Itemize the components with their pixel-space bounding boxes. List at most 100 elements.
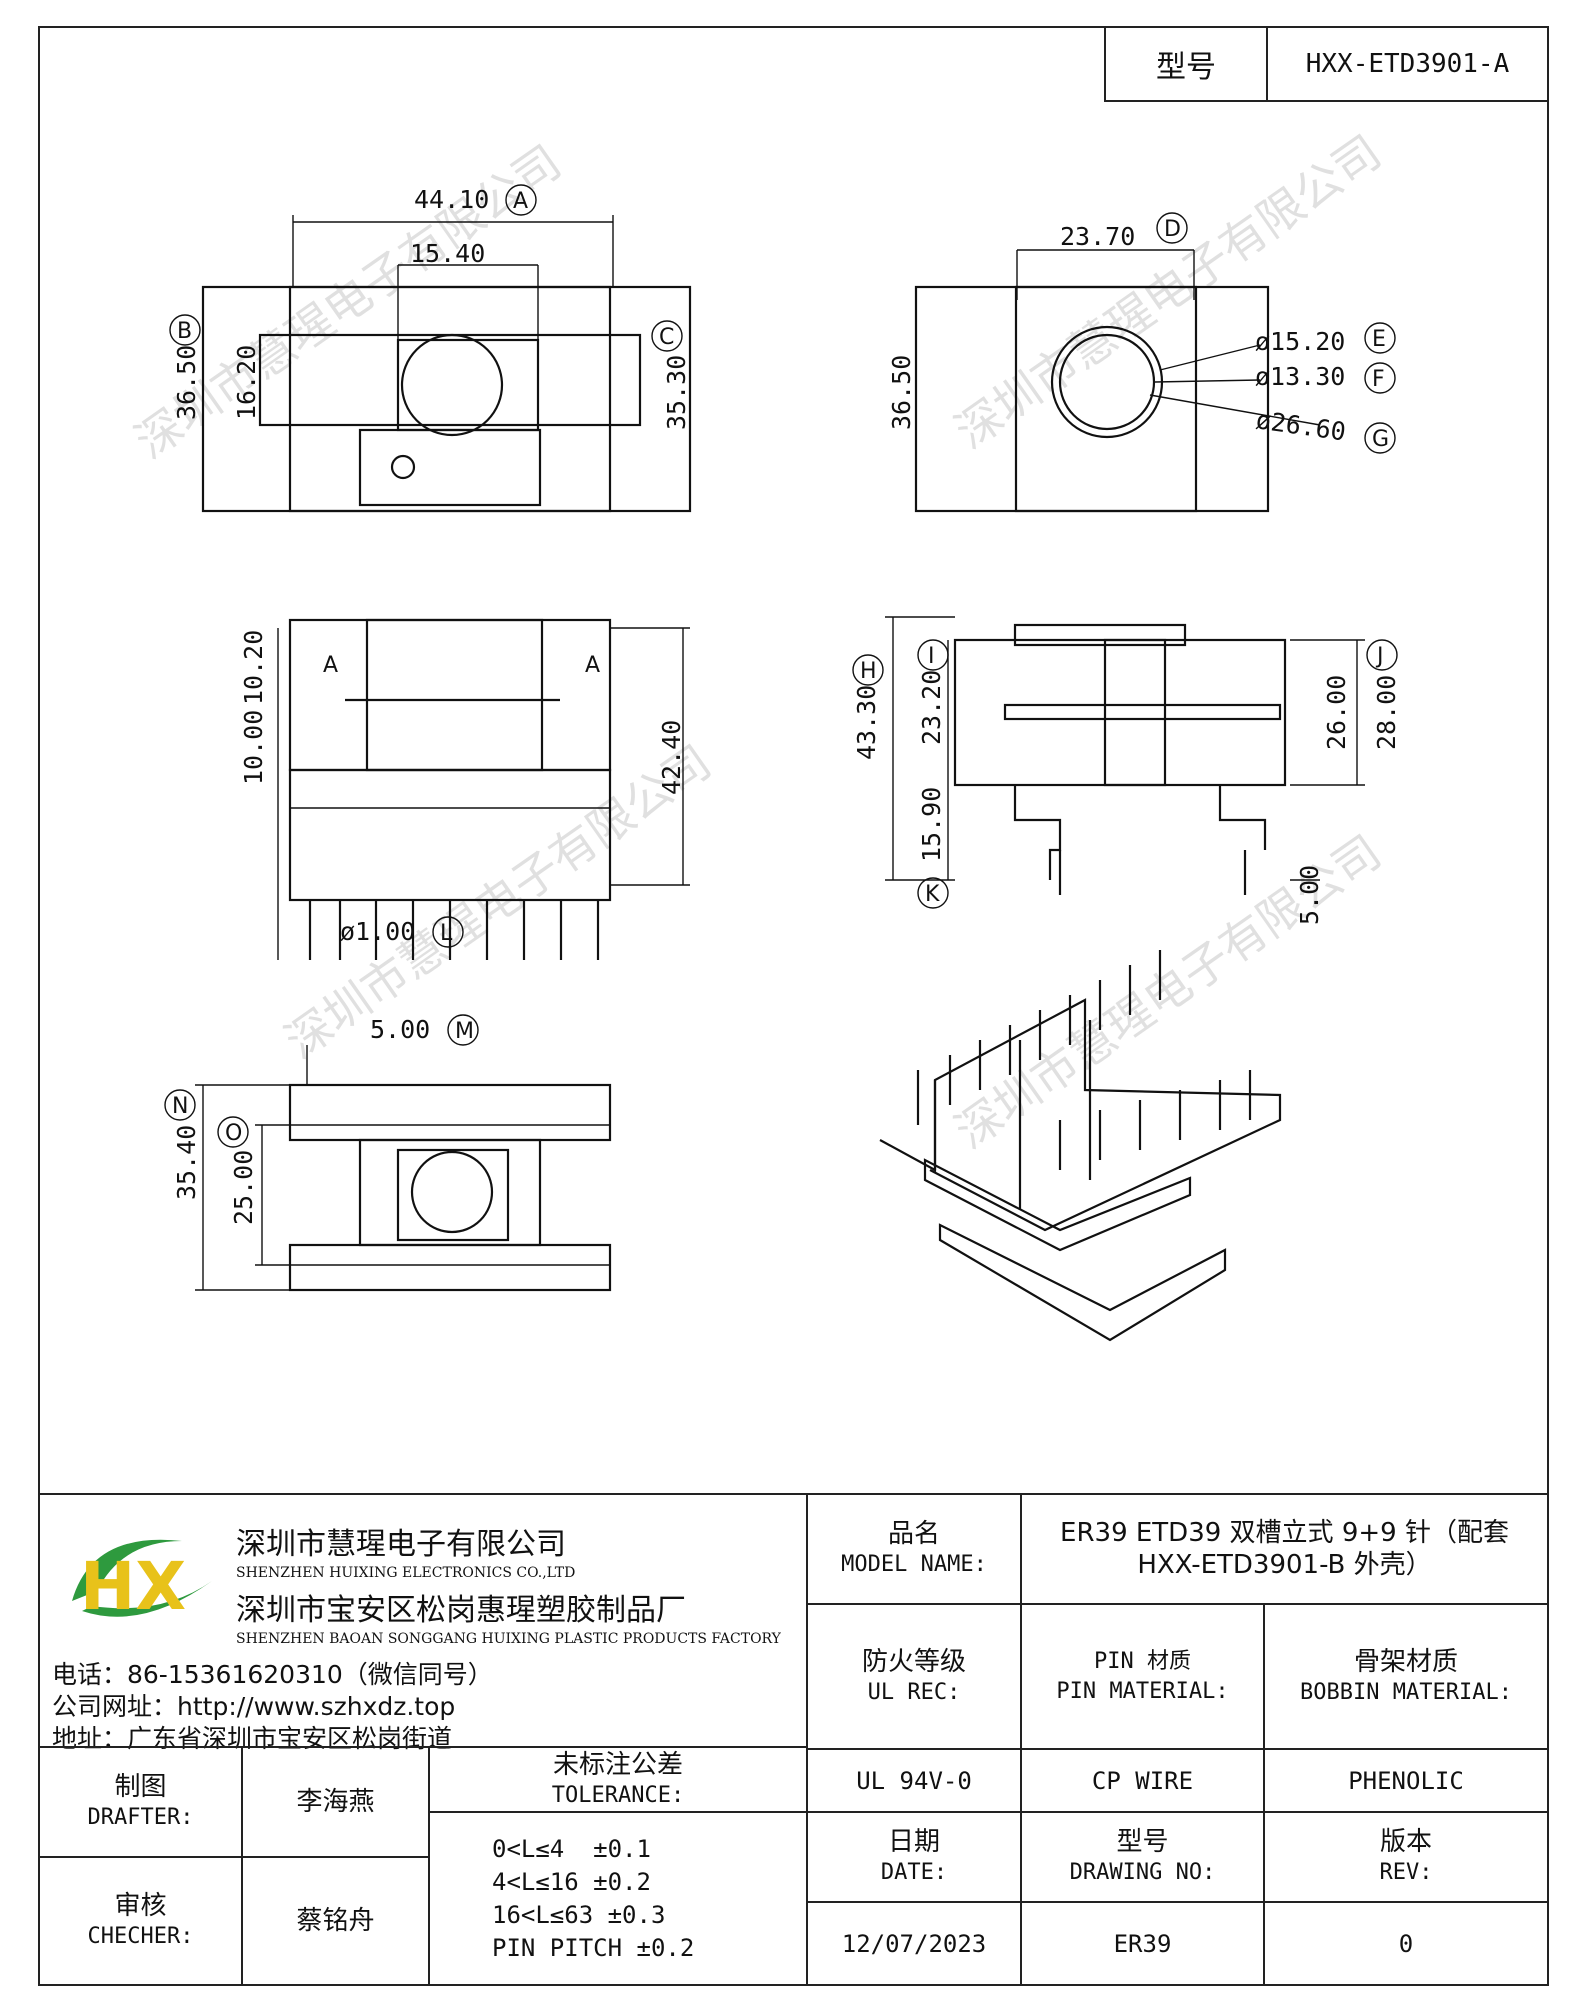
ul-label-cell: 防火等级 UL REC:: [806, 1603, 1022, 1750]
model-name-value-line1: ER39 ETD39 双槽立式 9+9 针（配套: [1060, 1518, 1509, 1548]
checker-value: 蔡铭舟: [296, 1906, 375, 1936]
drawing-no-en: DRAWING NO:: [1069, 1860, 1216, 1885]
rev-en: REV:: [1379, 1860, 1433, 1885]
company-name-1: 深圳市慧瑆电子有限公司: [236, 1527, 566, 1562]
ul-zh: 防火等级: [861, 1646, 966, 1677]
date-zh: 日期: [887, 1827, 940, 1857]
checker-label-cell: 审核 CHECHER:: [38, 1856, 243, 1986]
model-name-label-cell: 品名 MODEL NAME:: [806, 1493, 1022, 1605]
dim-inner-width: 15.40: [410, 239, 485, 268]
company-logo-icon: HX: [72, 1539, 212, 1625]
dim-s3-value: 42.40: [657, 720, 686, 795]
dim-n-value: 35.40: [172, 1125, 201, 1200]
dim-m-tag: M: [455, 1019, 474, 1044]
logo-text: HX: [80, 1548, 186, 1625]
dim-c-tag: C: [659, 325, 674, 350]
ul-en: UL REC:: [867, 1679, 961, 1705]
model-name-en: MODEL NAME:: [841, 1552, 987, 1577]
title-block: HX 深圳市慧瑆电子有限公司 SHENZHEN HUIXING ELECTRON…: [38, 1493, 1549, 1986]
dim-j-tag: J: [1375, 644, 1384, 669]
drawing-no-label-cell: 型号 DRAWING NO:: [1020, 1811, 1265, 1903]
dim-e-value: ø15.20: [1255, 327, 1345, 356]
dim-k-value: 15.90: [917, 787, 946, 862]
dim-h-value: 43.30: [852, 685, 881, 760]
dim-d-value: 23.70: [1060, 222, 1135, 251]
checker-zh: 审核: [114, 1891, 167, 1921]
bobbin-label-cell: 骨架材质 BOBBIN MATERIAL:: [1263, 1603, 1549, 1750]
watermark-2: 深圳市慧瑆电子有限公司: [945, 125, 1390, 459]
dim-h-tag: H: [860, 659, 877, 684]
bobbin-value-cell: PHENOLIC: [1263, 1748, 1549, 1813]
dim-o-tag: O: [225, 1121, 242, 1146]
rev-value-cell: 0: [1263, 1901, 1549, 1986]
date-en: DATE:: [880, 1860, 948, 1885]
drawing-no-value: ER39: [1113, 1929, 1172, 1958]
dim-f-tag: F: [1372, 367, 1385, 392]
tolerance-values-cell: 0<L≤4 ±0.1 4<L≤16 ±0.2 16<L≤63 ±0.3 PIN …: [428, 1811, 808, 1986]
tolerance-line-3: 16<L≤63 ±0.3: [492, 1900, 666, 1929]
pin-en: PIN MATERIAL:: [1056, 1678, 1229, 1704]
dim-k-tag: K: [925, 882, 940, 907]
model-number-box: 型号 HXX-ETD3901-A: [1104, 26, 1549, 102]
company-address: 地址：广东省深圳市宝安区松岗街道: [52, 1724, 453, 1753]
bobbin-value: PHENOLIC: [1348, 1766, 1464, 1795]
model-label: 型号: [1106, 28, 1268, 100]
dim-h1-value: 16.20: [232, 345, 261, 420]
view-isometric: [879, 950, 1282, 1342]
pin-value: CP WIRE: [1091, 1766, 1194, 1795]
dim-s2-value: 10.00: [239, 710, 268, 785]
dim-d-tag: D: [1164, 217, 1181, 242]
date-label-cell: 日期 DATE:: [806, 1811, 1022, 1903]
drafter-en: DRAFTER:: [87, 1805, 194, 1830]
tolerance-label-cell: 未标注公差 TOLERANCE:: [428, 1746, 808, 1813]
checker-value-cell: 蔡铭舟: [241, 1856, 430, 1986]
arrow-a1-label: A: [323, 653, 338, 678]
dim-i-tag: I: [928, 644, 935, 669]
model-value: HXX-ETD3901-A: [1305, 49, 1510, 79]
drafter-zh: 制图: [114, 1772, 167, 1802]
dim-w28-value: 28.00: [1372, 675, 1401, 750]
dim-g-tag: G: [1372, 427, 1389, 452]
technical-drawing: 深圳市慧瑆电子有限公司 深圳市慧瑆电子有限公司 深圳市慧瑆电子有限公司 深圳市慧…: [125, 125, 1401, 1342]
model-name-zh: 品名: [887, 1519, 940, 1549]
ul-value-cell: UL 94V-0: [806, 1748, 1022, 1813]
dim-l-tag: L: [440, 921, 453, 946]
tolerance-line-2: 4<L≤16 ±0.2: [492, 1867, 651, 1896]
drafter-label-cell: 制图 DRAFTER:: [38, 1746, 243, 1858]
company-name-1-en: SHENZHEN HUIXING ELECTRONICS CO.,LTD: [236, 1565, 576, 1581]
bobbin-zh: 骨架材质: [1353, 1646, 1458, 1677]
checker-en: CHECHER:: [87, 1924, 194, 1949]
bobbin-en: BOBBIN MATERIAL:: [1300, 1679, 1512, 1705]
dim-i-value: 23.20: [917, 670, 946, 745]
tolerance-line-4: PIN PITCH ±0.2: [492, 1933, 695, 1962]
view-mid-left: 10.20 10.00 42.40 A A ø1.00 L: [239, 618, 690, 960]
company-website: 公司网址：http://www.szhxdz.top: [52, 1692, 456, 1721]
company-name-2-en: SHENZHEN BAOAN SONGGANG HUIXING PLASTIC …: [236, 1631, 781, 1647]
dim-p5-value: 5.00: [1295, 865, 1324, 925]
dim-o-value: 25.00: [229, 1150, 258, 1225]
rev-value: 0: [1398, 1929, 1414, 1958]
drafter-value-cell: 李海燕: [241, 1746, 430, 1858]
pin-value-cell: CP WIRE: [1020, 1748, 1265, 1813]
dim-f-value: ø13.30: [1255, 362, 1345, 391]
dim-n-tag: N: [172, 1094, 188, 1119]
company-info: HX 深圳市慧瑆电子有限公司 SHENZHEN HUIXING ELECTRON…: [38, 1493, 808, 1753]
dim-m-value: 5.00: [370, 1015, 430, 1044]
dim-e-tag: E: [1372, 327, 1386, 352]
ul-value: UL 94V-0: [856, 1766, 972, 1795]
dim-w26-value: 26.00: [1322, 675, 1351, 750]
company-phone: 电话：86-15361620310（微信同号）: [52, 1660, 493, 1689]
company-name-2: 深圳市宝安区松岗惠瑆塑胶制品厂: [236, 1593, 686, 1628]
pin-label-cell: PIN 材质 PIN MATERIAL:: [1020, 1603, 1265, 1750]
dim-pin-diameter: ø1.00: [340, 917, 415, 946]
dim-b-tag: B: [177, 319, 192, 344]
arrow-a2-label: A: [585, 653, 600, 678]
dim-h2-value: 36.50: [887, 355, 916, 430]
dim-a-tag: A: [513, 189, 528, 214]
tolerance-en: TOLERANCE:: [551, 1782, 685, 1808]
dim-s1-value: 10.20: [239, 630, 268, 705]
view-top-left: 44.10 A 15.40 36.50 B 16.20 35.30 C: [169, 184, 692, 513]
view-top-right: 23.70 D 36.50 ø15.20 E ø13.30 F ø26.60 G: [887, 212, 1396, 513]
drafter-value: 李海燕: [296, 1787, 375, 1817]
tolerance-line-1: 0<L≤4 ±0.1: [492, 1834, 651, 1863]
